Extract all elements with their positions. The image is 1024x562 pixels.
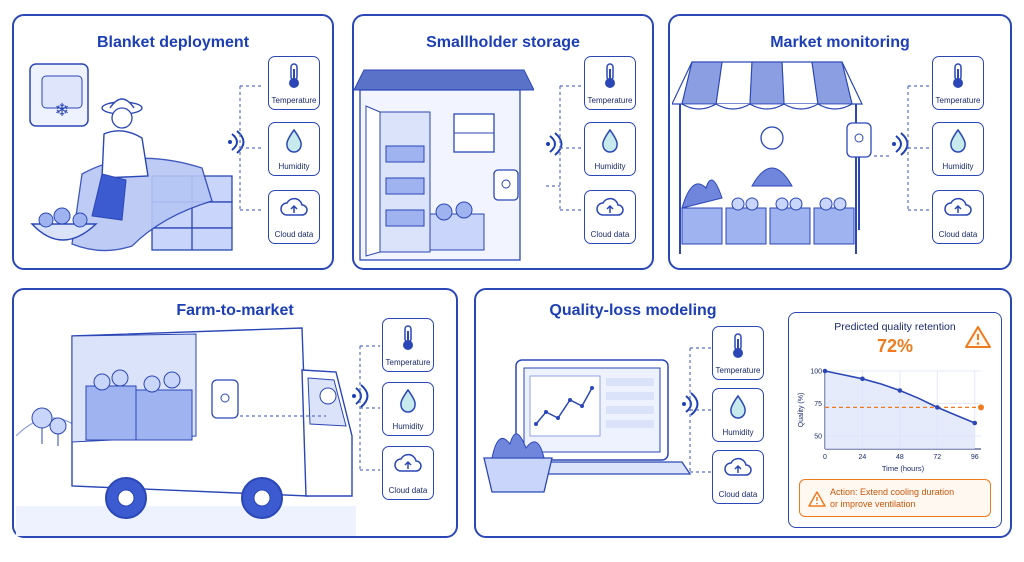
data-point — [972, 420, 978, 426]
x-tick-label: 24 — [859, 454, 867, 461]
action-recommendation: Action: Extend cooling duration or impro… — [799, 479, 991, 517]
action-text: Action: Extend cooling duration or impro… — [830, 486, 984, 510]
sensor-connector-lines — [546, 85, 582, 211]
chart-title: Predicted quality retention — [834, 321, 956, 333]
temperature-sensor-card: Temperature — [584, 56, 636, 110]
humidity-sensor-card: Humidity — [268, 122, 320, 176]
wall-sensor-device — [846, 122, 872, 230]
panel-farm-to-market: Farm-to-market — [12, 288, 458, 538]
retention-percent: 72% — [876, 336, 914, 356]
sensor-label: Humidity — [942, 162, 974, 171]
wifi-icon — [228, 130, 245, 154]
water-drop-icon — [286, 129, 302, 153]
thermometer-icon — [953, 63, 963, 88]
panel-blanket-deployment: Blanket deployment ❄ — [12, 14, 334, 270]
panel-smallholder-storage: Smallholder storage Temperature Humidity — [352, 14, 654, 270]
data-point — [935, 405, 940, 410]
sensor-label: Temperature — [587, 96, 633, 105]
sensor-label: Temperature — [715, 366, 761, 375]
market-stall-illustration — [672, 61, 863, 254]
delivery-truck-illustration — [16, 327, 356, 536]
thermometer-icon — [403, 325, 413, 350]
humidity-sensor-card: Humidity — [932, 122, 984, 176]
humidity-sensor-card: Humidity — [382, 382, 434, 436]
x-tick-label: 72 — [933, 454, 941, 461]
svg-text:❄: ❄ — [54, 100, 69, 120]
warning-triangle-icon — [965, 326, 991, 348]
wifi-icon — [892, 132, 909, 156]
thermometer-icon — [605, 63, 615, 88]
cloud-data-card: Cloud data — [268, 190, 320, 244]
blanket-scene-illustration: ❄ — [29, 63, 233, 252]
cloud-upload-icon — [596, 197, 624, 216]
warning-icon — [808, 491, 826, 507]
temperature-sensor-card: Temperature — [382, 318, 434, 372]
cloud-data-card: Cloud data — [584, 190, 636, 244]
x-tick-label: 48 — [896, 454, 904, 461]
panel-title: Market monitoring — [770, 34, 910, 51]
sensor-label: Cloud data — [590, 230, 630, 239]
sensor-connector-lines — [239, 85, 262, 211]
data-point — [822, 368, 828, 374]
sensor-label: Cloud data — [274, 230, 314, 239]
thermometer-icon — [289, 63, 299, 88]
data-point — [897, 388, 903, 393]
y-tick-label: 100 — [810, 369, 822, 376]
sensor-label: Temperature — [935, 96, 981, 105]
cloud-data-card: Cloud data — [382, 446, 434, 500]
cloud-data-card: Cloud data — [712, 450, 764, 504]
area-fill — [825, 371, 975, 449]
sensor-label: Humidity — [594, 162, 626, 171]
sensor-label: Humidity — [278, 162, 310, 171]
sensor-label: Temperature — [271, 96, 317, 105]
panel-title: Quality-loss modeling — [549, 302, 717, 319]
temperature-sensor-card: Temperature — [932, 56, 984, 110]
humidity-sensor-card: Humidity — [584, 122, 636, 176]
panel-quality-loss-modeling: Quality-loss modeling Temperature Humidi… — [474, 288, 1012, 538]
action-line-1: Action: Extend cooling duration — [830, 487, 955, 497]
y-tick-label: 50 — [814, 434, 822, 441]
cloud-upload-icon — [944, 197, 972, 216]
sensor-connector-lines — [874, 85, 930, 211]
sensor-label: Humidity — [722, 428, 754, 437]
temperature-sensor-card: Temperature — [712, 326, 764, 380]
humidity-sensor-card: Humidity — [712, 388, 764, 442]
storage-shed-illustration — [354, 69, 534, 261]
data-point — [860, 376, 865, 382]
panel-title: Farm-to-market — [176, 302, 294, 319]
water-drop-icon — [602, 129, 618, 153]
panel-title: Blanket deployment — [96, 34, 250, 51]
water-drop-icon — [400, 389, 416, 413]
sensor-connector-lines — [240, 345, 380, 471]
water-drop-icon — [730, 395, 746, 419]
x-tick-label: 0 — [823, 454, 827, 461]
sensor-label: Cloud data — [718, 490, 758, 499]
threshold-marker — [978, 404, 984, 411]
cloud-data-card: Cloud data — [932, 190, 984, 244]
panel-title: Smallholder storage — [426, 34, 580, 51]
sensor-label: Humidity — [392, 422, 424, 431]
thermometer-icon — [733, 333, 743, 358]
cloud-upload-icon — [724, 457, 752, 476]
sensor-connector-lines — [689, 347, 712, 473]
x-axis-label: Time (hours) — [882, 464, 925, 473]
action-line-2: or improve ventilation — [830, 499, 916, 509]
temperature-sensor-card: Temperature — [268, 56, 320, 110]
water-drop-icon — [950, 129, 966, 153]
quality-retention-card: Predicted quality retention 72% 0 24 48 72 9… — [788, 312, 1002, 528]
wifi-icon — [546, 132, 563, 156]
y-tick-label: 75 — [814, 401, 822, 408]
wifi-icon — [352, 384, 369, 408]
cloud-upload-icon — [394, 453, 422, 472]
cloud-upload-icon — [280, 197, 308, 216]
wifi-icon — [682, 392, 699, 416]
sensor-label: Cloud data — [388, 486, 428, 495]
laptop-illustration — [483, 359, 692, 493]
x-tick-label: 96 — [971, 454, 979, 461]
y-axis-label: Quality (%) — [798, 393, 805, 428]
sensor-label: Cloud data — [938, 230, 978, 239]
panel-market-monitoring: Market monitoring — [668, 14, 1012, 270]
sensor-label: Temperature — [385, 358, 431, 367]
